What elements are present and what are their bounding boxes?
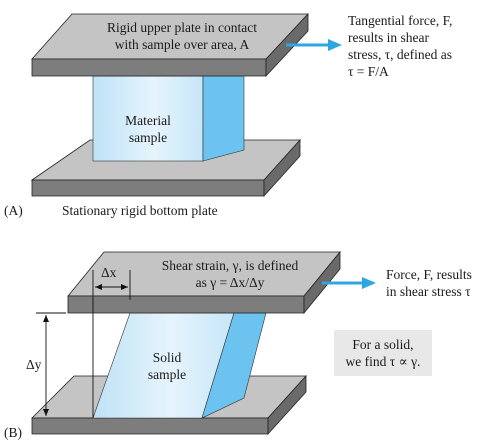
a-top-plate: [31, 12, 309, 78]
a-force-line1: Tangential force, F,: [348, 13, 453, 28]
b-panel-label: (B): [4, 425, 22, 440]
b-force-line1: Force, F, results: [386, 267, 472, 282]
a-bottom-plate-label: Stationary rigid bottom plate: [62, 203, 218, 218]
dy-dimension: [36, 312, 66, 416]
a-sample-line1: Material: [125, 113, 171, 128]
b-force-label: Force, F, results in shear stress τ: [386, 266, 472, 300]
note-box: [334, 330, 432, 376]
a-sample-label: Material sample: [101, 112, 195, 146]
a-top-plate-line1: Rigid upper plate in contact: [107, 20, 257, 35]
b-strain-line1: Shear strain, γ, is defined: [161, 258, 299, 273]
dx-dimension: [92, 270, 131, 418]
b-strain-label: Shear strain, γ, is defined as γ = Δx/Δy: [140, 257, 320, 291]
a-force-arrow: [286, 39, 342, 51]
a-top-plate-label: Rigid upper plate in contact with sample…: [74, 19, 290, 53]
b-note-line1: For a solid,: [352, 337, 414, 352]
b-solid-sample: [92, 312, 267, 419]
a-panel-label: (A): [4, 203, 23, 218]
a-force-line2: results in shear: [348, 30, 429, 45]
b-note-line2: we find τ ∝ γ.: [345, 354, 421, 369]
b-dx-label: Δx: [101, 265, 117, 280]
b-note-label: For a solid, we find τ ∝ γ.: [334, 336, 432, 370]
a-force-label: Tangential force, F, results in shear st…: [348, 12, 452, 80]
a-sample-line2: sample: [128, 130, 168, 145]
b-force-arrow: [322, 277, 376, 289]
b-strain-line2: as γ = Δx/Δy: [195, 275, 265, 290]
b-sample-label: Solid sample: [120, 349, 214, 383]
b-dy-label: Δy: [26, 357, 42, 372]
b-sample-line2: sample: [147, 367, 187, 382]
b-sample-line1: Solid: [152, 350, 182, 365]
a-top-plate-line2: with sample over area, A: [114, 37, 250, 52]
a-force-line4: τ = F/A: [348, 64, 389, 79]
b-force-line2: in shear stress τ: [386, 284, 471, 299]
a-force-line3: stress, τ, defined as: [348, 47, 453, 62]
